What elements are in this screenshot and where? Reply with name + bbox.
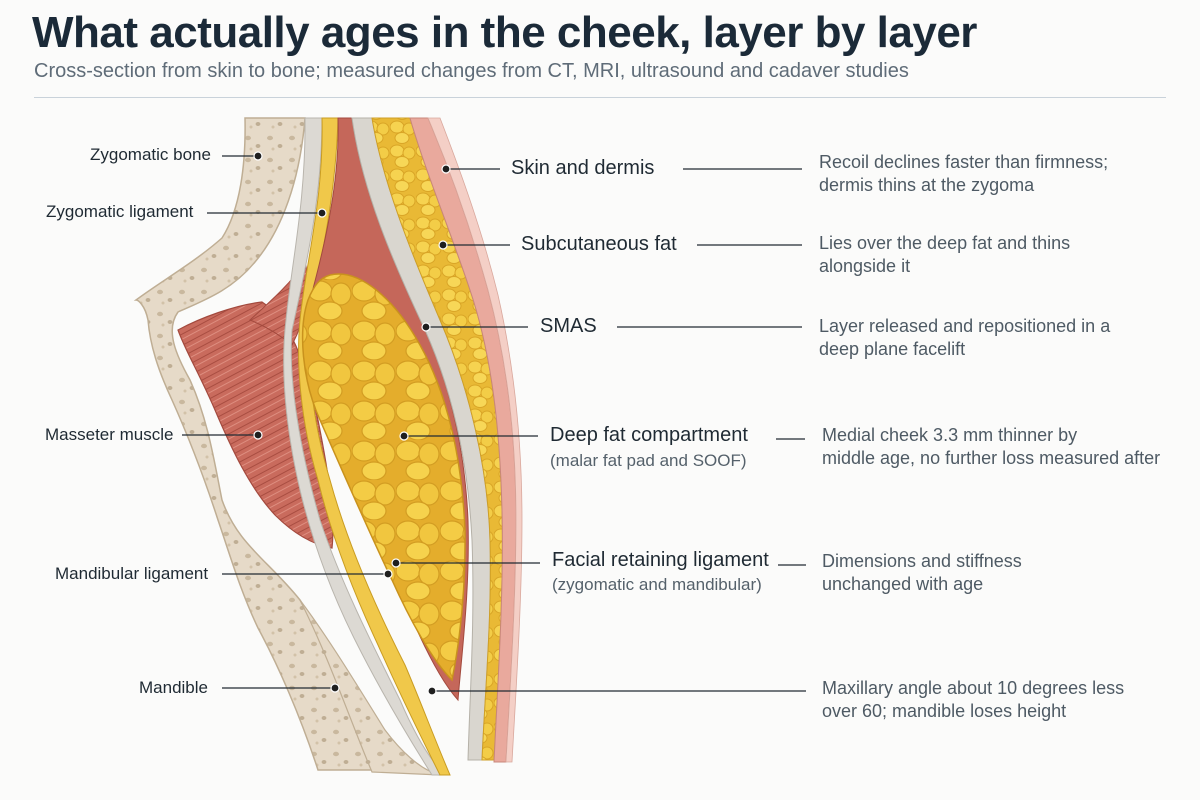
note-retaining-ligament: Dimensions and stiffness unchanged with …: [822, 550, 1022, 596]
layer-label-deep-fat: Deep fat compartment: [550, 424, 748, 446]
label-mandible: Mandible: [139, 678, 208, 697]
note-skin-line-1: Recoil declines faster than firmness;: [819, 152, 1109, 172]
note-mandible-line-2: over 60; mandible loses height: [822, 701, 1067, 721]
mandible-right-marker: [427, 686, 437, 696]
mandibular-ligament-marker: [383, 569, 393, 579]
masseter-muscle-marker: [253, 430, 263, 440]
skin-marker: [441, 164, 451, 174]
deep-fat-layer: [301, 117, 469, 702]
header-divider: [34, 97, 1166, 98]
note-mandible-line-1: Maxillary angle about 10 degrees less: [822, 678, 1125, 698]
note-deep-fat: Medial cheek 3.3 mm thinner by middle ag…: [822, 424, 1160, 470]
note-subcutaneous-fat: Lies over the deep fat and thins alongsi…: [819, 232, 1070, 278]
smas-marker: [421, 322, 431, 332]
label-mandibular-ligament: Mandibular ligament: [55, 564, 209, 583]
mandible-marker: [330, 683, 340, 693]
note-smas-line-1: Layer released and repositioned in a: [819, 316, 1111, 336]
note-subcutaneous-fat-line-2: alongside it: [819, 256, 911, 276]
subcutaneous-fat-marker: [438, 240, 448, 250]
page-title: What actually ages in the cheek, layer b…: [32, 8, 977, 57]
layer-label-subcutaneous-fat: Subcutaneous fat: [521, 233, 677, 255]
layer-label-retaining-ligament: Facial retaining ligament: [552, 549, 769, 571]
bone-layer: [133, 117, 441, 776]
layer-sublabel-deep-fat: (malar fat pad and SOOF): [550, 451, 747, 470]
deep-fat-marker: [399, 431, 409, 441]
layer-label-skin: Skin and dermis: [511, 157, 655, 179]
layer-sublabel-retaining-ligament: (zygomatic and mandibular): [552, 575, 762, 594]
note-deep-fat-line-2: middle age, no further loss measured aft…: [822, 448, 1161, 468]
label-zygomatic-bone: Zygomatic bone: [90, 145, 211, 164]
label-masseter-muscle: Masseter muscle: [45, 425, 174, 444]
page-subtitle: Cross-section from skin to bone; measure…: [34, 60, 909, 82]
layer-label-smas: SMAS: [540, 315, 597, 337]
skin-dermis-layer: [409, 117, 523, 763]
note-deep-fat-line-1: Medial cheek 3.3 mm thinner by: [822, 425, 1078, 445]
note-smas: Layer released and repositioned in a dee…: [819, 315, 1110, 361]
note-subcutaneous-fat-line-1: Lies over the deep fat and thins: [819, 233, 1071, 253]
note-mandible: Maxillary angle about 10 degrees less ov…: [822, 677, 1124, 723]
note-smas-line-2: deep plane facelift: [819, 339, 966, 359]
note-retaining-ligament-line-2: unchanged with age: [822, 574, 984, 594]
note-skin: Recoil declines faster than firmness; de…: [819, 151, 1108, 197]
note-retaining-ligament-line-1: Dimensions and stiffness: [822, 551, 1022, 571]
zygomatic-ligament-marker: [317, 208, 327, 218]
retaining-ligament-marker: [391, 558, 401, 568]
label-zygomatic-ligament: Zygomatic ligament: [46, 202, 194, 221]
note-skin-line-2: dermis thins at the zygoma: [819, 175, 1035, 195]
zygomatic-bone-marker: [253, 151, 263, 161]
